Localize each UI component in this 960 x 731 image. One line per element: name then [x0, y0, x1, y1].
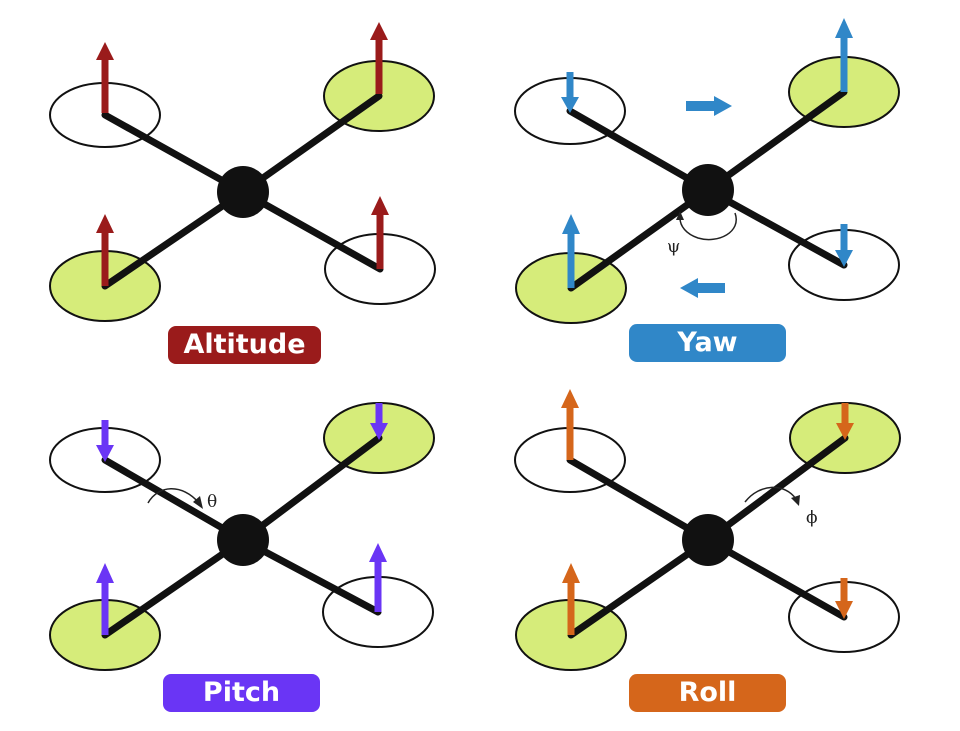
- arm-bottom-left: [567, 536, 712, 639]
- yaw-panel: ψ Yaw: [480, 0, 960, 365]
- yaw-label: Yaw: [629, 324, 786, 362]
- thrust-arrow-top-right: [835, 18, 853, 92]
- center-hub: [682, 514, 734, 566]
- thrust-arrow-bottom-left: [562, 563, 580, 635]
- yaw-quadcopter-diagram: ψ: [514, 18, 900, 324]
- yaw-angle-symbol: ψ: [667, 237, 680, 257]
- pitch-quadcopter-diagram: θ: [49, 402, 435, 671]
- thrust-arrow-top-right: [370, 22, 388, 94]
- arm-bottom-left: [567, 186, 712, 292]
- roll-label: Roll: [629, 674, 786, 712]
- rotation-arrow-top: [686, 96, 732, 116]
- arm-top-right: [704, 88, 848, 194]
- yaw-rotation-arc: [679, 212, 737, 241]
- thrust-arrow-top-left: [561, 389, 579, 460]
- altitude-quadcopter-diagram: [49, 22, 436, 322]
- roll-panel: ϕ Roll: [480, 365, 960, 731]
- arm-top-right: [239, 434, 383, 544]
- roll-rotation-arc-head: [791, 495, 800, 506]
- thrust-arrow-bottom-right: [369, 543, 387, 612]
- arm-top-left: [566, 107, 712, 194]
- pitch-label: Pitch: [163, 674, 320, 712]
- thrust-arrow-top-left: [96, 420, 114, 462]
- thrust-arrow-top-left: [561, 72, 579, 113]
- thrust-arrow-bottom-right: [835, 224, 853, 267]
- pitch-angle-symbol: θ: [207, 492, 217, 512]
- thrust-arrow-top-left: [96, 42, 114, 113]
- thrust-arrow-bottom-right: [371, 196, 389, 269]
- arm-top-right: [704, 434, 849, 544]
- center-hub: [217, 166, 269, 218]
- arm-bottom-left: [101, 188, 247, 290]
- roll-quadcopter-diagram: ϕ: [514, 389, 901, 671]
- altitude-panel: Altitude: [0, 0, 480, 365]
- pitch-rotation-arc-head: [193, 496, 203, 509]
- thrust-arrow-bottom-left: [562, 214, 580, 288]
- pitch-rotation-arc: [147, 488, 200, 504]
- thrust-arrow-bottom-left: [96, 563, 114, 635]
- thrust-arrow-top-right: [370, 403, 388, 440]
- arm-top-left: [566, 456, 712, 544]
- thrust-arrow-bottom-left: [96, 214, 114, 286]
- arm-top-right: [239, 92, 383, 196]
- center-hub: [217, 514, 269, 566]
- arm-bottom-left: [101, 536, 247, 639]
- center-hub: [682, 164, 734, 216]
- arm-bottom-right: [704, 536, 848, 621]
- roll-angle-symbol: ϕ: [806, 508, 818, 528]
- pitch-panel: θ Pitch: [0, 365, 480, 731]
- arm-bottom-right: [239, 188, 384, 273]
- arm-top-left: [101, 111, 247, 196]
- altitude-label: Altitude: [168, 326, 321, 364]
- thrust-arrow-top-right: [836, 403, 854, 440]
- rotation-arrow-bottom: [680, 278, 725, 298]
- thrust-arrow-bottom-right: [835, 578, 853, 619]
- roll-rotation-arc: [744, 486, 797, 503]
- arm-top-left: [101, 456, 247, 544]
- yaw-rotation-arc-head: [676, 211, 684, 220]
